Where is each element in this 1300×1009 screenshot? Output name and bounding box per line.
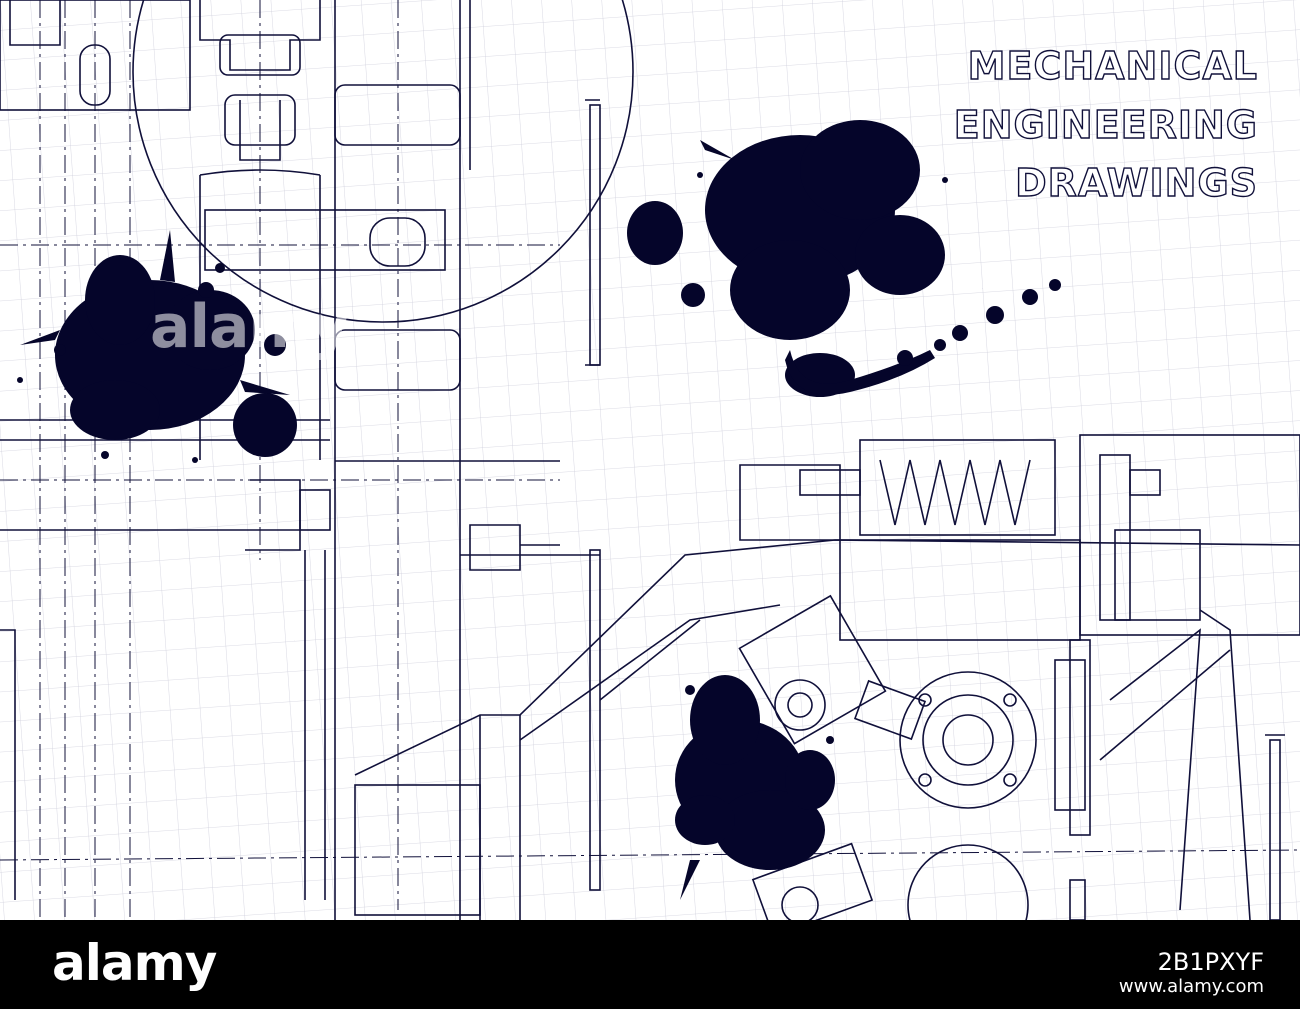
ink-splatter-top bbox=[627, 120, 1061, 397]
footer-url: www.alamy.com bbox=[1118, 976, 1264, 997]
engineering-drawing bbox=[0, 0, 1300, 920]
flange-circle bbox=[899, 671, 1037, 809]
graph-paper-grid bbox=[0, 0, 1300, 920]
title-engineering: ENGINEERING bbox=[953, 102, 1258, 147]
watermark: alamy bbox=[150, 292, 349, 362]
ink-splatter-left bbox=[17, 230, 297, 463]
title-drawings: DRAWINGS bbox=[1014, 160, 1258, 205]
footer-bar: alamy 2B1PXYF www.alamy.com bbox=[0, 920, 1300, 1009]
alamy-logo: alamy bbox=[52, 934, 217, 992]
right-machine-assembly bbox=[354, 434, 1300, 920]
image-id: 2B1PXYF bbox=[1157, 948, 1264, 976]
title-mechanical: MECHANICAL bbox=[967, 43, 1258, 88]
section-circle bbox=[132, 0, 634, 323]
center-lines bbox=[0, 0, 1300, 920]
ink-splatter-bottom bbox=[675, 675, 835, 900]
